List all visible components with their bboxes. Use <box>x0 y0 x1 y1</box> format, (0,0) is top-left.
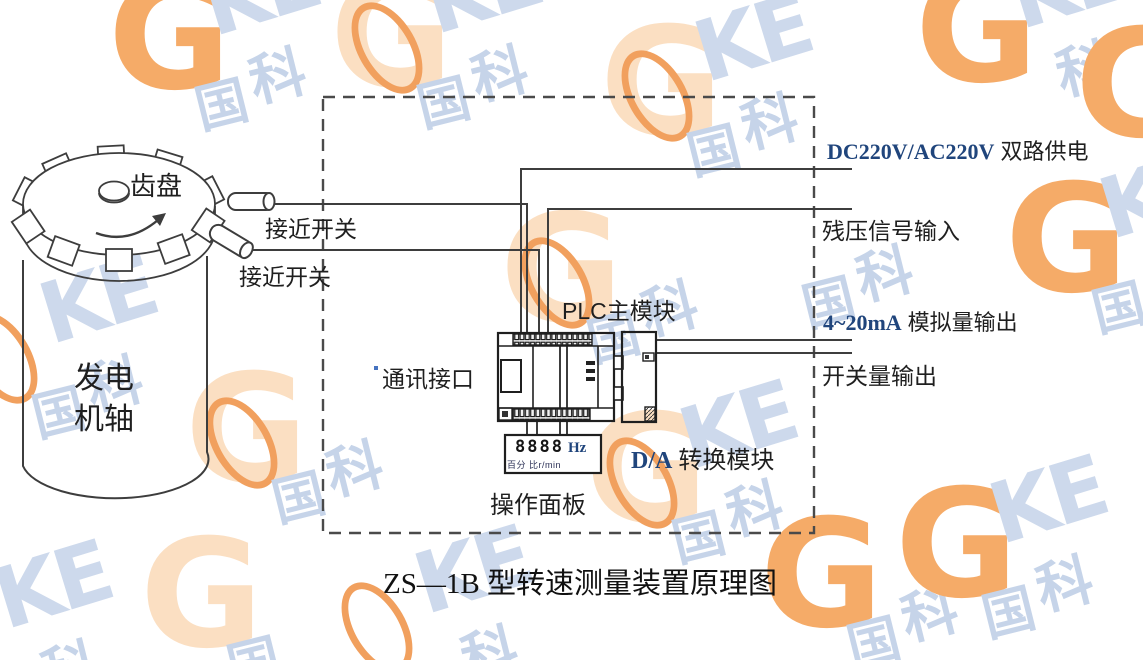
toothed-disc <box>10 144 226 282</box>
plc-top-terminal-strip <box>512 333 593 346</box>
gear-hub-depth <box>98 192 130 204</box>
residual-voltage-input-label: 残压信号输入 <box>822 218 960 244</box>
gear-hub <box>98 180 130 202</box>
wire-residual-voltage-input <box>547 208 852 333</box>
da-module-label-code: D/A <box>631 448 673 474</box>
da-conversion-module-body <box>620 330 658 424</box>
operation-panel-label: 操作面板 <box>490 492 586 519</box>
plc-comm-port <box>500 359 522 393</box>
power-supply-label-text: 双路供电 <box>1000 139 1089 164</box>
plc-bottom-terminal-strip <box>512 408 591 421</box>
generator-shaft-cylinder <box>22 256 210 500</box>
proximity-switch-bottom-body <box>208 223 254 260</box>
diagram-title: ZS—1B 型转速测量装置原理图 <box>383 568 777 600</box>
panel-display-unit: Hz <box>567 440 587 456</box>
gear-top-face <box>22 152 216 256</box>
da-module-label-text: 转换模块 <box>678 447 775 474</box>
analog-output-label-code: 4~20mA <box>823 310 902 335</box>
wire-proximity-switch-bottom <box>252 249 540 333</box>
gear-label: 齿盘 <box>130 171 183 201</box>
panel-display-digits: 8888 <box>515 437 564 457</box>
wire-power-supply <box>520 168 852 333</box>
comm-port-marker-dot <box>374 366 378 370</box>
comm-port-label: 通讯接口 <box>382 366 474 392</box>
proximity-switch-top-label: 接近开关 <box>265 216 357 242</box>
device-enclosure-dashed-box <box>321 95 816 535</box>
power-supply-label-code: DC220V/AC220V <box>827 139 995 164</box>
plc-main-module-body <box>496 331 624 423</box>
operation-panel-body <box>503 433 603 475</box>
wire-proximity-switch-top <box>274 203 528 333</box>
rotation-arrow <box>95 219 159 239</box>
rotation-arrow-head <box>152 213 166 226</box>
generator-shaft-label: 发电 机轴 <box>74 358 134 440</box>
generator-shaft-label-line2: 机轴 <box>74 403 134 436</box>
proximity-switch-top-body <box>227 192 276 211</box>
generator-shaft-label-line1: 发电 <box>74 362 134 395</box>
switch-output-label: 开关量输出 <box>822 363 937 389</box>
plc-status-leds <box>586 361 595 381</box>
panel-display-sub-label: 百分 比r/min <box>507 460 562 470</box>
gear-teeth-front <box>10 207 226 272</box>
plc-main-module-label: PLC主模块 <box>562 298 676 324</box>
proximity-switch-bottom-label: 接近开关 <box>239 264 331 290</box>
gear-rim <box>22 206 216 282</box>
analog-output-label-text: 模拟量输出 <box>907 310 1018 335</box>
